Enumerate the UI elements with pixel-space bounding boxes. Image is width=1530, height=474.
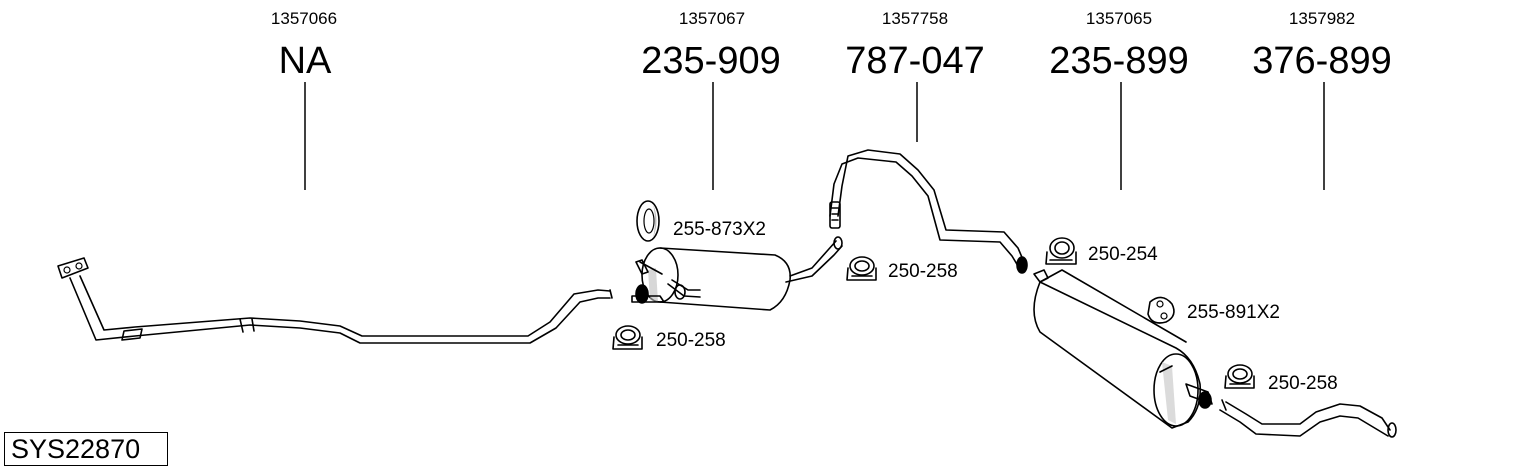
part-number-rear-silencer: 235-899: [1049, 40, 1189, 82]
part-number-intermediate-pipe: 787-047: [845, 40, 985, 82]
tail-pipe: [1219, 399, 1397, 438]
fitting-label-mount: 255-891X2: [1187, 302, 1280, 323]
fitting-label-clamp-mid: 250-258: [888, 261, 958, 282]
fitting-label-clamp-rear: 250-254: [1088, 244, 1158, 265]
fitting-label-clamp-tail: 250-258: [1268, 373, 1338, 394]
part-number-center-silencer: 235-909: [641, 40, 781, 82]
fitting-label-clamp-front: 250-258: [656, 330, 726, 351]
center-silencer: [631, 236, 843, 311]
pipe-clamp-icon: [1224, 364, 1255, 389]
ref-number-center-silencer: 1357067: [678, 9, 746, 28]
ref-number-rear-silencer: 1357065: [1085, 9, 1153, 28]
ref-number-intermediate-pipe: 1357758: [881, 9, 949, 28]
fitting-label-hanger: 255-873X2: [673, 219, 766, 240]
system-code-box: SYS22870: [4, 432, 168, 466]
front-pipe: [57, 257, 613, 344]
ref-number-tail-pipe: 1357982: [1288, 9, 1356, 28]
ref-number-front-pipe: 1357066: [270, 9, 338, 28]
pipe-clamp-icon: [612, 325, 643, 350]
part-number-front-pipe: NA: [278, 40, 332, 82]
intermediate-pipe: [829, 149, 1028, 274]
rubber-mount-icon: [1147, 296, 1175, 324]
rubber-hanger-icon: [636, 200, 660, 242]
part-number-tail-pipe: 376-899: [1252, 40, 1392, 82]
pipe-clamp-icon: [846, 256, 877, 281]
rear-silencer: [1033, 269, 1213, 429]
pipe-clamp-icon: [1045, 237, 1077, 265]
